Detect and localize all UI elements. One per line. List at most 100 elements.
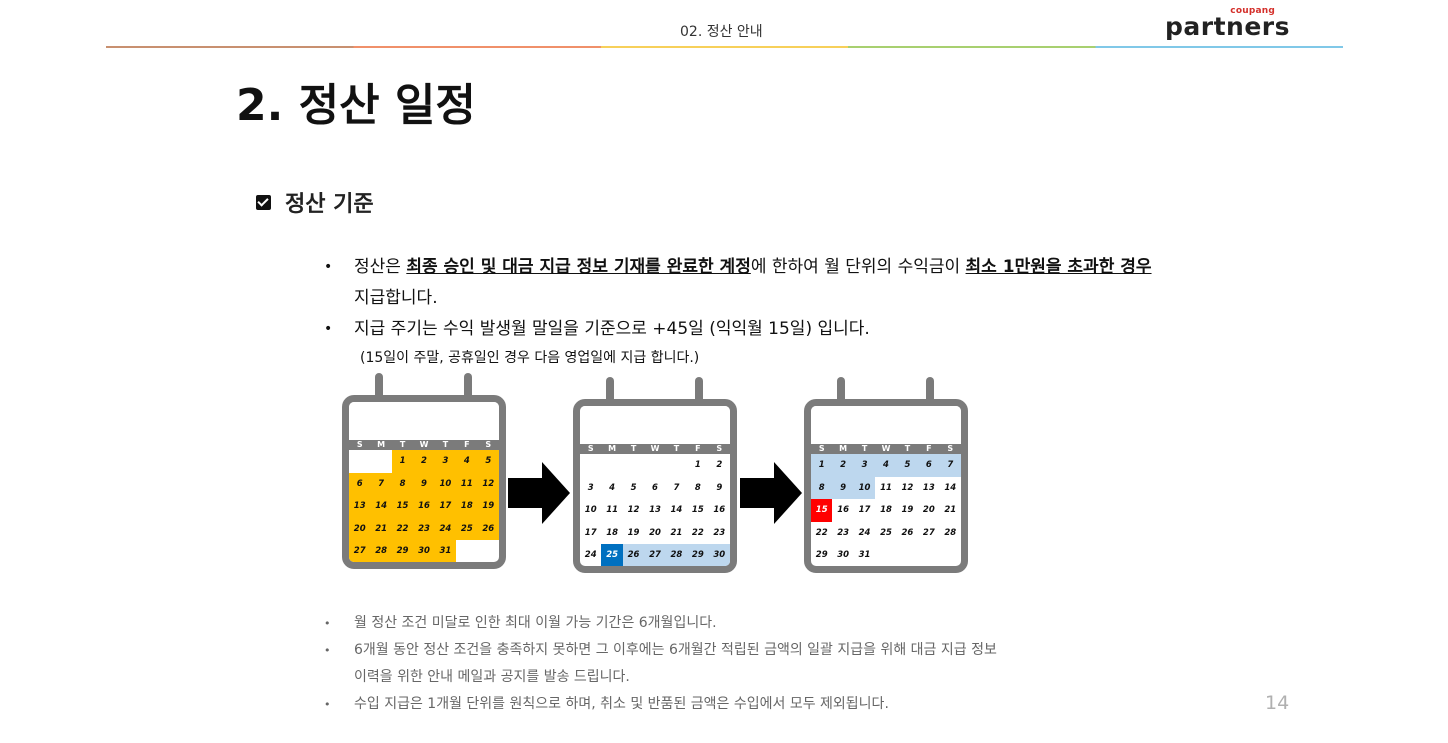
calendar-day: 17 [858,505,871,515]
calendar-day: 15 [811,499,833,522]
bullet-dot: • [324,321,333,337]
calendar-day: 17 [434,495,457,518]
calendar-ring [464,373,472,403]
calendar-day: 29 [687,544,709,566]
header-divider [106,46,1343,48]
coupang-partners-logo: coupang partners [1165,6,1290,42]
detail-bullet-item: • 월 정산 조건 미달로 인한 최대 이월 가능 기간은 6개월입니다. [324,610,1124,637]
calendar-day: 3 [587,482,594,493]
calendar-day: 15 [391,495,414,518]
calendar-day: 11 [456,472,478,495]
calendar-day: 23 [837,527,850,538]
calendar-day: 29 [815,550,828,560]
calendar-day: 21 [670,527,683,538]
calendar-day: 2 [413,450,435,473]
page-title: 2. 정산 일정 [236,80,476,131]
calendar-day: 10 [434,472,457,495]
logo-small-text: coupang [1230,6,1275,16]
weekday-label: S [818,444,825,453]
weekday-label: M [608,444,617,453]
calendar-day [456,540,477,562]
calendar-day: 26 [622,544,645,566]
calendar-day [370,450,391,473]
emphasis-text: 최종 승인 및 대금 지급 정보 기재를 완료한 계정 [406,257,751,277]
calendar-ring [837,377,845,407]
calendar-day: 18 [880,505,892,515]
calendar-day: 6 [652,482,658,493]
calendar-day: 29 [391,540,414,562]
calendar-day: 1 [694,460,701,470]
emphasis-text: 최소 1만원을 초과한 경우 [965,257,1152,277]
bullet-item: • 지급 주기는 수익 발생월 말일을 기준으로 +45일 (익익월 15일) … [324,314,1164,345]
calendar-day: 8 [811,476,833,499]
page-number: 14 [1265,692,1290,714]
section-heading: 정산 기준 [256,186,374,218]
calendar-day: 25 [880,527,892,538]
calendar-day: 7 [370,472,392,495]
calendar-day: 5 [477,450,499,473]
calendar-day: 24 [858,527,871,538]
calendar-day [875,544,896,566]
calendar-header [349,402,499,440]
weekday-label: S [485,440,492,449]
calendar-day: 7 [673,482,680,493]
calendar-day: 31 [434,540,457,562]
bullet-dot: • [324,259,333,275]
calendar-day: 28 [665,544,688,566]
weekday-label: F [926,444,932,453]
bullet-item: • 정산은 최종 승인 및 대금 지급 정보 기재를 완료한 계정에 한하여 월… [324,252,1164,314]
calendar-day: 16 [413,495,435,518]
calendar-day: 24 [434,517,457,540]
calendar-day: 7 [939,454,961,477]
calendar-day: 31 [858,550,871,560]
calendar-day: 8 [694,482,701,493]
calendar-day: 9 [716,482,723,493]
detail-bullet-text: 수입 지급은 1개월 단위를 원칙으로 하며, 취소 및 반품된 금액은 수입에… [354,696,889,712]
weekday-label: S [587,444,594,453]
calendar-day: 4 [875,454,897,477]
calendar-day: 9 [413,472,435,495]
calendar-ring [375,373,383,403]
bullet-dot: • [324,698,331,711]
calendar-day [644,454,665,477]
calendar-day: 14 [944,482,957,493]
bullet-text: 지급 주기는 수익 발생월 말일을 기준으로 +45일 (익익월 15일) 입니… [354,319,870,339]
calendar-day: 26 [901,527,914,538]
detail-bullets: • 월 정산 조건 미달로 인한 최대 이월 가능 기간은 6개월입니다. • … [324,610,1124,718]
calendar-day: 19 [901,505,914,515]
calendar-day: 16 [713,505,726,515]
calendar-day [897,544,918,566]
calendar-day: 14 [370,495,392,518]
calendar-day: 4 [456,450,478,473]
weekday-label: F [464,440,470,449]
bullet-text: 정산은 최종 승인 및 대금 지급 정보 기재를 완료한 계정에 한하여 월 단… [354,257,1152,308]
calendar-day: 22 [391,517,414,540]
calendar-day [601,454,622,477]
calendar-day: 16 [837,505,850,515]
calendar-day: 2 [832,454,854,477]
calendar-day [478,540,499,562]
calendar-ring [695,377,703,407]
calendar-day: 24 [584,550,597,560]
checkbox-icon [256,194,271,210]
calendar-day: 30 [413,540,435,562]
bullet-dot: • [324,617,331,630]
detail-bullet-text: 월 정산 조건 미달로 인한 최대 이월 가능 기간은 6개월입니다. [354,615,717,631]
calendar-day: 21 [370,517,392,540]
weekday-label: W [419,440,429,449]
calendar-day: 26 [477,517,499,540]
calendar-day [580,454,601,477]
calendar-header [580,406,730,444]
calendar-day: 2 [716,460,723,470]
calendar-day: 20 [649,527,661,538]
calendar-day: 13 [349,495,371,518]
calendar-day: 9 [832,476,854,499]
calendar-day [918,544,939,566]
calendar-day: 25 [456,517,478,540]
